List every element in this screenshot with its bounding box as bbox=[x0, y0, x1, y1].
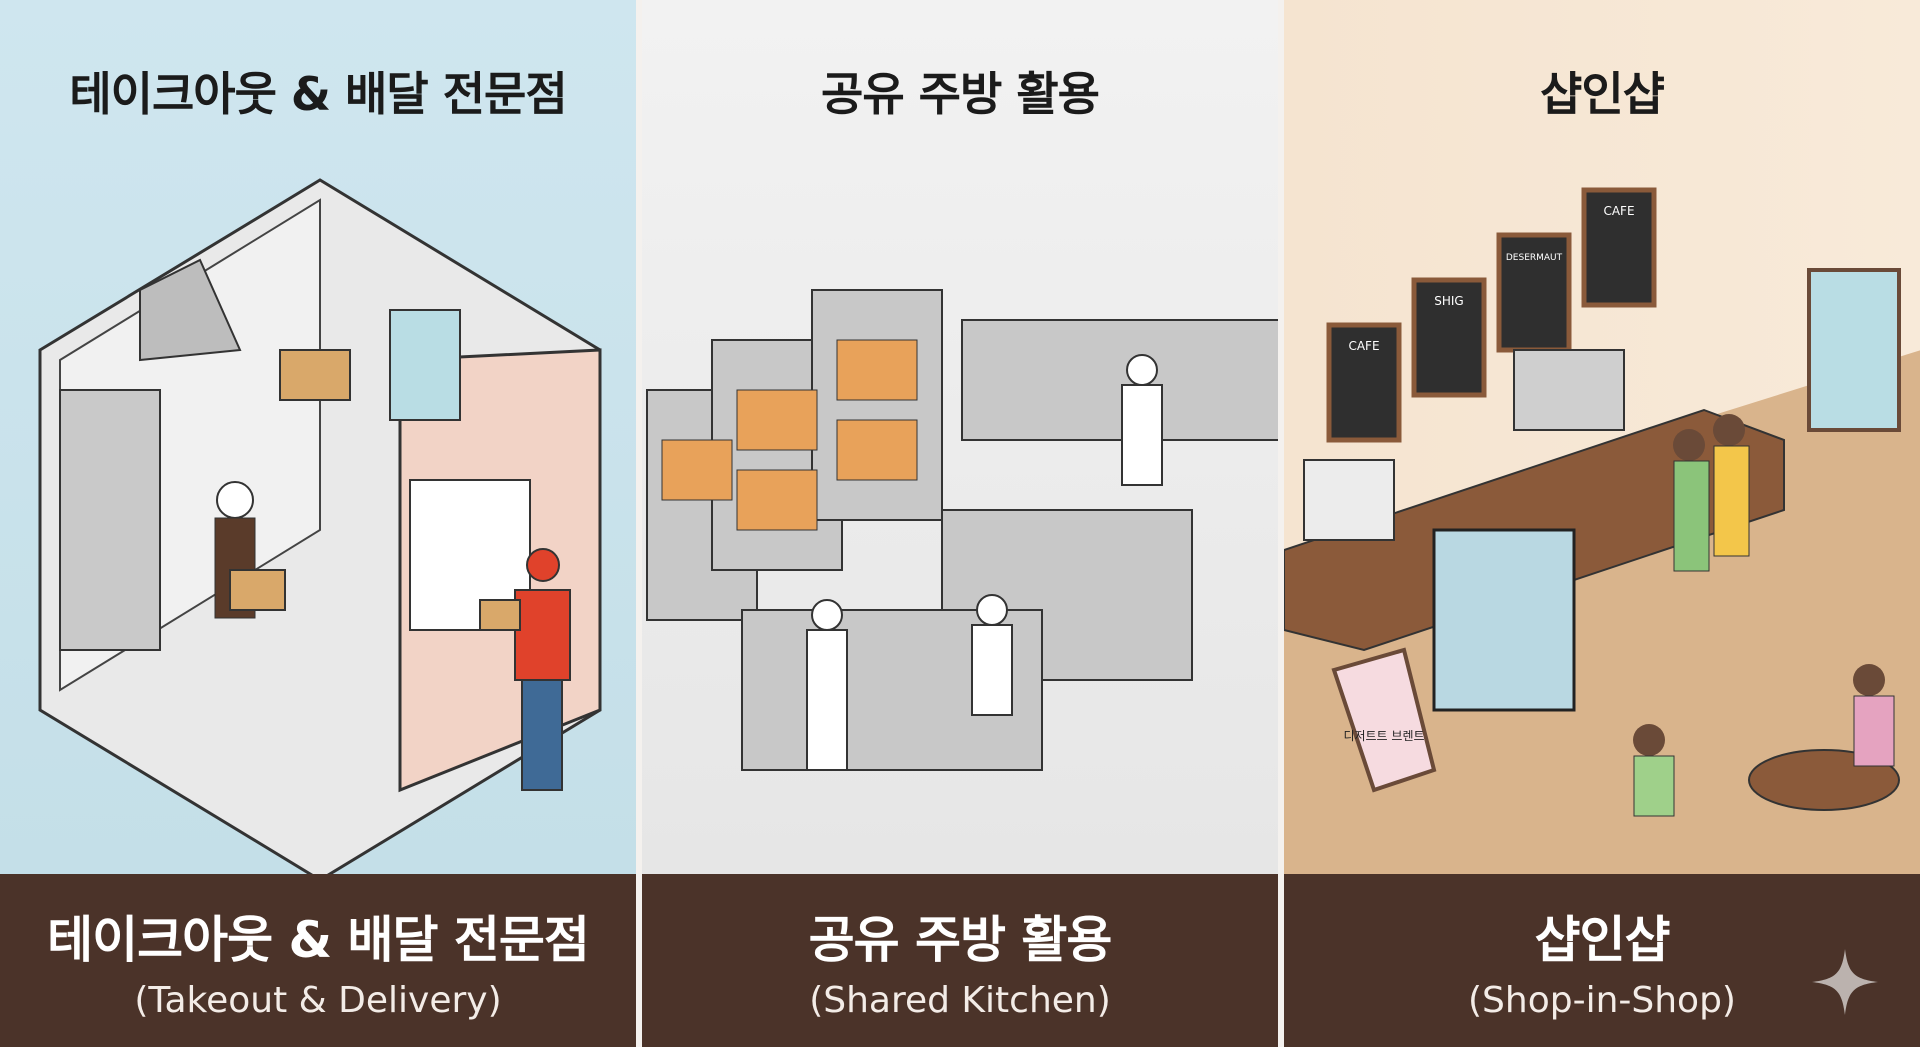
menu-board-label: DESERMAUT bbox=[1506, 253, 1563, 263]
panel-title: 샵인샵 bbox=[1540, 67, 1665, 121]
caption-english: (Shared Kitchen) bbox=[809, 980, 1111, 1021]
caption-english: (Shop-in-Shop) bbox=[1468, 980, 1736, 1021]
menu-board-label: CAFE bbox=[1348, 339, 1379, 353]
caption-band: 테이크아웃 & 배달 전문점 (Takeout & Delivery) bbox=[0, 874, 636, 1047]
menu-board-label: CAFE bbox=[1603, 204, 1634, 218]
panel-title: 테이크아웃 & 배달 전문점 bbox=[69, 67, 567, 121]
cafe-illustration: 샵인샵 CAFE SHIG DESERMAUT CAFE 디저트트 bbox=[1284, 0, 1920, 874]
caption-band: 공유 주방 활용 (Shared Kitchen) bbox=[642, 874, 1278, 1047]
kitchen-room-image bbox=[38, 178, 602, 874]
panel-shared-kitchen: 공유 주방 활용 bbox=[642, 0, 1278, 1047]
shared-kitchen-illustration: 공유 주방 활용 bbox=[642, 0, 1278, 874]
panel-shop-in-shop: 샵인샵 CAFE SHIG DESERMAUT CAFE 디저트트 bbox=[1284, 0, 1920, 1047]
dessert-sign-text: 디저트트 브렌트 bbox=[1343, 729, 1424, 743]
caption-korean: 공유 주방 활용 bbox=[808, 911, 1113, 969]
takeout-kitchen-illustration: 테이크아웃 & 배달 전문점 bbox=[0, 0, 636, 874]
caption-band: 샵인샵 (Shop-in-Shop) bbox=[1284, 874, 1920, 1047]
sparkle-icon bbox=[1812, 949, 1878, 1015]
shared-kitchen-image bbox=[646, 289, 1278, 771]
caption-english: (Takeout & Delivery) bbox=[134, 980, 502, 1021]
cafe-image: CAFE SHIG DESERMAUT CAFE 디저트트 브렌트 bbox=[1284, 187, 1920, 874]
caption-korean: 테이크아웃 & 배달 전문점 bbox=[47, 911, 590, 969]
panel-title: 공유 주방 활용 bbox=[821, 67, 1100, 121]
menu-board-label: SHIG bbox=[1434, 294, 1463, 308]
caption-korean: 샵인샵 bbox=[1534, 911, 1671, 969]
panel-takeout-delivery: 테이크아웃 & 배달 전문점 테이크아웃 & 배달 전문점 bbox=[0, 0, 636, 1047]
